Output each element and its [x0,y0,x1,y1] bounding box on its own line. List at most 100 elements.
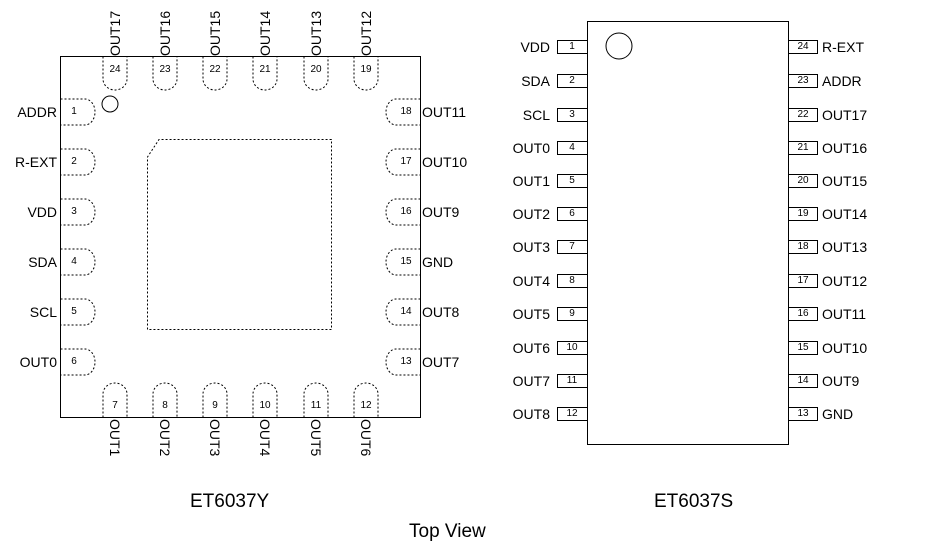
qfn-pin-label: OUT15 [207,10,223,56]
soic-pin-number: 18 [797,241,809,252]
qfn-pin-pad [102,382,128,418]
qfn-pin-label: OUT8 [422,304,460,320]
qfn-pin-label: OUT10 [422,154,468,170]
qfn-pin-pad [202,56,228,91]
qfn-pin-number: 20 [310,64,322,75]
qfn-pin-number: 16 [400,206,412,217]
soic-pin-label: OUT16 [822,140,868,156]
soic-pin-label: OUT11 [822,306,867,322]
qfn-pin-label: OUT4 [257,419,273,457]
qfn-pin-number: 7 [112,400,118,411]
qfn-exposed-pad [147,139,332,330]
qfn-pin-number: 6 [71,356,77,367]
qfn-pin-label: OUT9 [422,204,460,220]
qfn-pin-number: 21 [259,64,271,75]
qfn-pin-number: 23 [159,64,171,75]
soic-pin-box [557,341,588,355]
soic-pin-number: 16 [797,308,809,319]
qfn-pin-number: 15 [400,256,412,267]
qfn-pin-pad [202,382,228,418]
soic-pin-number: 15 [797,342,809,353]
qfn-pin1-dot [101,95,119,113]
soic-pin-box [557,307,588,321]
soic-pin-number: 10 [566,342,578,353]
soic-pin-label: OUT5 [512,306,550,322]
soic-pin-box [788,141,818,155]
qfn-pin-number: 22 [209,64,221,75]
qfn-pin-label: OUT1 [107,419,123,457]
qfn-pin-number: 24 [109,64,121,75]
qfn-pin-number: 3 [71,206,77,217]
soic-pin-box [788,40,818,54]
qfn-pin-number: 17 [400,156,412,167]
soic-pin-box [788,374,818,388]
qfn-pin-pad [102,56,128,91]
soic-pin-box [557,407,588,421]
qfn-pin-label: OUT11 [422,104,467,120]
soic-pin-box [788,108,818,122]
qfn-pin-label: OUT7 [422,354,460,370]
soic-pin-label: GND [822,406,854,422]
top-view-caption: Top View [409,521,486,542]
qfn-pin-number: 9 [212,400,218,411]
soic-pin-box [557,174,588,188]
qfn-pin-label: ADDR [17,104,57,120]
qfn-pin-label: R-EXT [15,154,57,170]
soic-pin-box [788,341,818,355]
qfn-pin-label: OUT6 [358,419,374,457]
qfn-pin-label: OUT2 [157,419,173,457]
soic-pin-number: 17 [797,275,809,286]
qfn-pin-number: 1 [71,106,77,117]
soic-pin1-dot [605,32,633,60]
qfn-pin-pad [303,56,329,91]
soic-pin-label: OUT13 [822,239,868,255]
qfn-pin-number: 12 [360,400,372,411]
qfn-pin-pad [252,382,278,418]
qfn-pin-number: 19 [360,64,372,75]
soic-pin-box [557,40,588,54]
soic-pin-number: 6 [569,208,575,219]
qfn-pin-label: VDD [27,204,57,220]
qfn-pin-number: 2 [71,156,77,167]
qfn-pin-pad [353,382,379,418]
qfn-pin-number: 10 [259,400,271,411]
soic-pin-number: 9 [569,308,575,319]
qfn-pin-label: OUT17 [107,10,123,56]
soic-caption: ET6037S [654,491,734,512]
soic-pin-number: 8 [569,275,575,286]
soic-pin-label: ADDR [822,73,862,89]
qfn-pin-label: OUT13 [308,10,324,56]
soic-pin-label: OUT17 [822,107,868,123]
soic-pin-box [788,207,818,221]
soic-pin-label: OUT8 [512,406,550,422]
soic-pin-number: 2 [569,75,575,86]
soic-pin-label: OUT6 [512,340,550,356]
soic-pin-label: OUT9 [822,373,860,389]
soic-pin-box [557,274,588,288]
qfn-pin-number: 11 [310,400,322,411]
soic-pin-box [788,74,818,88]
soic-pin-number: 23 [797,75,809,86]
qfn-pin-label: OUT12 [358,10,374,56]
soic-pin-label: R-EXT [822,39,864,55]
soic-pin-number: 13 [797,408,809,419]
soic-pin-number: 14 [797,375,809,386]
soic-pin-box [788,274,818,288]
soic-pin-label: SCL [522,107,550,123]
soic-pin-label: OUT7 [512,373,550,389]
qfn-pin-label: SCL [29,304,57,320]
soic-package-outline [587,21,789,445]
qfn-pin-number: 8 [162,400,168,411]
qfn-pin-label: OUT3 [207,419,223,457]
soic-pin-box [557,207,588,221]
soic-pin-box [557,141,588,155]
soic-pin-number: 12 [566,408,578,419]
soic-pin-box [788,307,818,321]
soic-pin-number: 11 [566,375,578,386]
soic-pin-number: 7 [569,241,575,252]
qfn-caption: ET6037Y [190,491,270,512]
qfn-pin-label: OUT0 [19,354,57,370]
qfn-pin-pad [152,382,178,418]
soic-pin-label: OUT10 [822,340,868,356]
